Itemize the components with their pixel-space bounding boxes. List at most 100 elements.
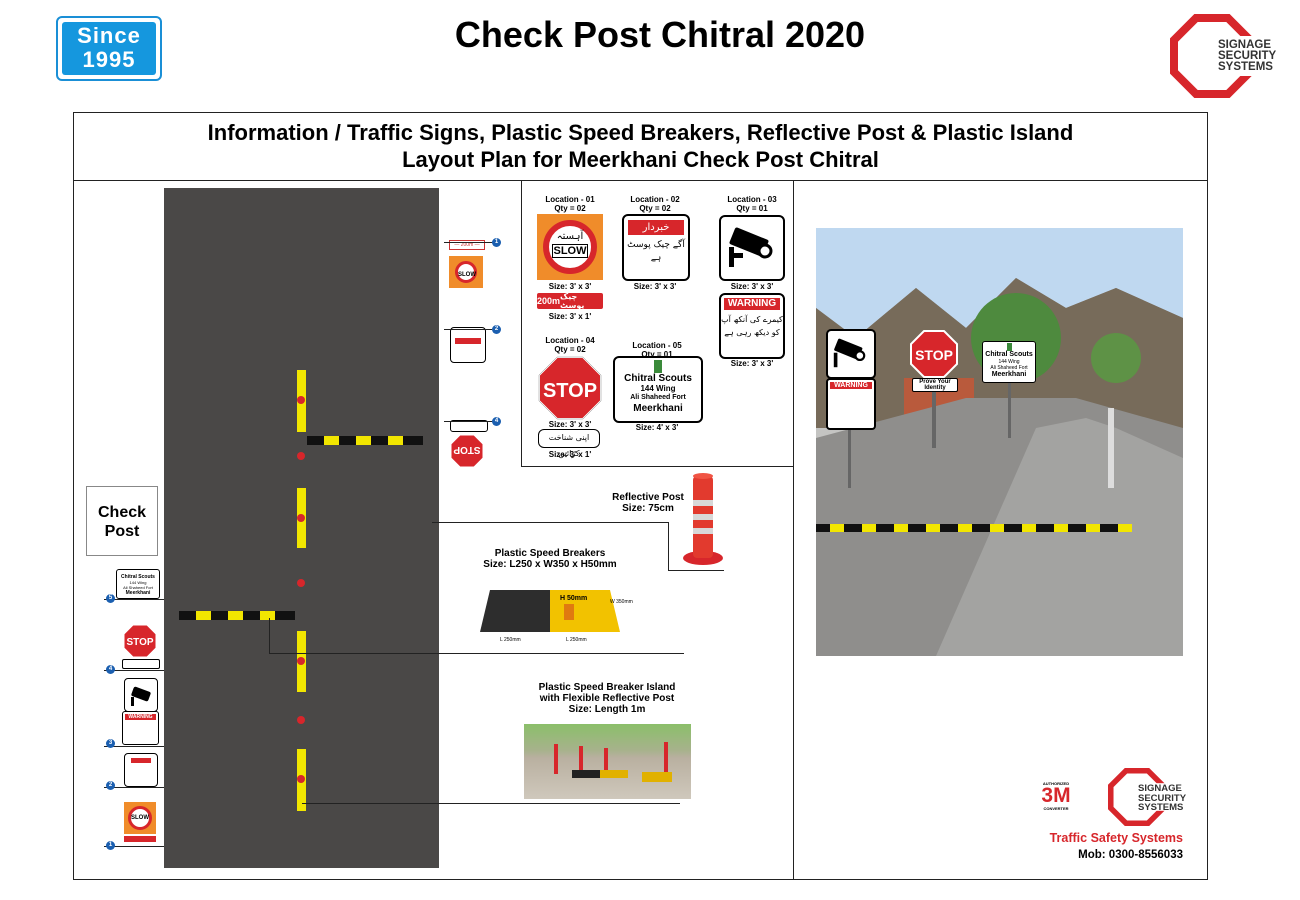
left-200m-sign	[124, 836, 156, 842]
marker-line-3l	[104, 746, 164, 747]
tss-text: Traffic Safety Systems	[1049, 831, 1183, 845]
island-photo	[524, 724, 691, 799]
speed-breaker-image: H 50mm W 350mm L 250mm L 250mm	[478, 580, 638, 645]
left-stop-sign: STOP	[123, 624, 157, 658]
3m-text: 3M	[1041, 784, 1071, 807]
reflective-post-image	[683, 473, 723, 565]
loc5-l3: Ali Shaheed Fort	[630, 394, 686, 401]
marker-4-left: 4	[106, 665, 115, 674]
sb-h-label: H 50mm	[560, 595, 588, 602]
marker-1-left: 1	[106, 841, 115, 850]
loc4-stop-sign: STOP	[538, 356, 602, 420]
loc3-warning-text: WARNING	[724, 298, 780, 310]
loc5-l1: Chitral Scouts	[624, 373, 692, 384]
loc3-size-top: Size: 3' x 3'	[730, 282, 774, 291]
loc3-location: Location - 03	[727, 195, 777, 204]
panel-divider	[793, 180, 794, 879]
speed-breaker-leader-v	[269, 618, 270, 653]
photo-scouts4: Meerkhani	[991, 371, 1027, 378]
loc4-identity-sign: اپنی شناخت کرائیں	[538, 429, 600, 458]
footer-logo-line3: SYSTEMS	[1138, 802, 1184, 813]
loc1-location: Location - 01	[545, 195, 595, 204]
left-scouts-l3: Ali Shaheed Fort	[123, 585, 153, 590]
loc5-scouts-sign: Chitral Scouts 144 Wing Ali Shaheed Fort…	[613, 356, 703, 423]
sb-l2-label: L 250mm	[566, 637, 587, 643]
road-sign-identity-mini	[450, 420, 488, 432]
loc3-warning-sign: WARNING کیمرے کی آنکھ آپ کو دیکھ رہی ہے	[719, 293, 785, 359]
loc1-checkpost-urdu: چیک پوسٹ	[560, 292, 585, 310]
reflective-post-leader	[432, 522, 668, 523]
loc2-urdu2: آگے چیک پوسٹ	[627, 240, 685, 250]
island-leader	[302, 803, 680, 804]
reflective-post-leader-v	[668, 522, 669, 570]
loc3-urdu2: کو دیکھ رہی ہے	[724, 328, 780, 337]
footer-logo-line2: SECURITY	[1138, 792, 1187, 804]
left-stop-text: STOP	[126, 637, 153, 648]
marker-line-1l	[104, 846, 164, 847]
layout-frame	[73, 112, 1208, 880]
header-line-2: Layout Plan for Meerkhani Check Post Chi…	[402, 147, 879, 172]
loc1-qty: Qty = 02	[554, 204, 586, 213]
loc1-slow-text: SLOW	[552, 244, 588, 258]
mobile-number: Mob: 0300-8556033	[1078, 849, 1183, 861]
loc2-urdu3: ہے	[650, 253, 662, 263]
left-warning-urdu-sign	[124, 753, 158, 787]
badge-line2: 1995	[82, 47, 136, 72]
reflective-post-title: Reflective Post	[612, 492, 684, 503]
marker-line-4	[444, 421, 496, 422]
loc2-size: Size: 3' x 3'	[633, 282, 677, 291]
photo-warning-sign: WARNING	[826, 378, 876, 430]
loc5-size: Size: 4' x 3'	[635, 423, 679, 432]
photo-scouts1: Chitral Scouts	[985, 351, 1033, 358]
company-logo: SIGNAGE SECURITY SYSTEMS	[1170, 14, 1290, 98]
logo-line3: SYSTEMS	[1218, 61, 1273, 73]
left-slow-sign: SLOW	[124, 802, 156, 834]
left-slow-text: SLOW	[128, 806, 152, 830]
header-divider	[73, 180, 1208, 181]
loc4-stop-text: STOP	[543, 380, 597, 402]
marker-4: 4	[492, 417, 501, 426]
photo-scouts3: Ali Shaheed Fort	[990, 365, 1028, 371]
authorized-text: AUTHORIZED	[1042, 781, 1070, 786]
loc2-location: Location - 02	[630, 195, 680, 204]
marker-2-left: 2	[106, 781, 115, 790]
road-sign-slow-mini: — 200m — SLOW	[449, 240, 485, 288]
marker-5-left: 5	[106, 594, 115, 603]
speed-breaker-leader	[269, 653, 684, 654]
marker-line-2	[444, 329, 492, 330]
left-scouts-l2: 144 Wing	[129, 580, 147, 585]
photo-camera-sign	[826, 329, 876, 379]
left-scouts-l1: Chitral Scouts	[121, 574, 155, 580]
left-camera-sign	[124, 678, 158, 712]
road-sign-warning-mini	[450, 327, 486, 363]
loc1-size: Size: 3' x 3'	[548, 282, 592, 291]
marker-3-left: 3	[106, 739, 115, 748]
loc1-200m-text: 200m	[537, 296, 561, 306]
island-title: Plastic Speed Breaker Island	[538, 682, 676, 693]
left-warning-sign: WARNING	[122, 711, 159, 745]
marker-line-1	[444, 242, 496, 243]
loc1-200m-sign: 200m چیک پوسٹ	[537, 292, 603, 310]
marker-1: 1	[492, 238, 501, 247]
marker-line-4l	[104, 670, 164, 671]
loc1-slow-sign: آہستہ SLOW	[537, 214, 603, 280]
photo-prove-sign: Prove Your Identity	[912, 378, 958, 392]
speed-breaker-size: Size: L250 x W350 x H50mm	[483, 559, 617, 570]
3m-logo: AUTHORIZED 3M CONVERTER	[1036, 781, 1076, 811]
checkpost-photo: WARNING STOP Prove Your Identity Chitral…	[816, 228, 1183, 656]
loc5-l2: 144 Wing	[640, 384, 676, 393]
island-size: Size: Length 1m	[568, 704, 646, 715]
footer-sss-logo: SIGNAGE SECURITY SYSTEMS	[1108, 768, 1188, 826]
check-post-label: Check Post	[86, 486, 158, 556]
loc3-qty: Qty = 01	[736, 204, 768, 213]
footer-logo-line1: SIGNAGE	[1138, 783, 1182, 794]
reflective-post-size: Size: 75cm	[622, 503, 674, 514]
marker-line-5l	[104, 599, 164, 600]
since-1995-badge: Since 1995	[56, 16, 162, 81]
sb-l1-label: L 250mm	[500, 637, 521, 643]
loc3-camera-sign	[719, 215, 785, 281]
converter-text: CONVERTER	[1043, 806, 1069, 811]
loc3-urdu1: کیمرے کی آنکھ آپ	[721, 315, 783, 324]
loc4-size: Size: 3' x 3'	[548, 420, 592, 429]
photo-warning-text: WARNING	[830, 382, 872, 389]
